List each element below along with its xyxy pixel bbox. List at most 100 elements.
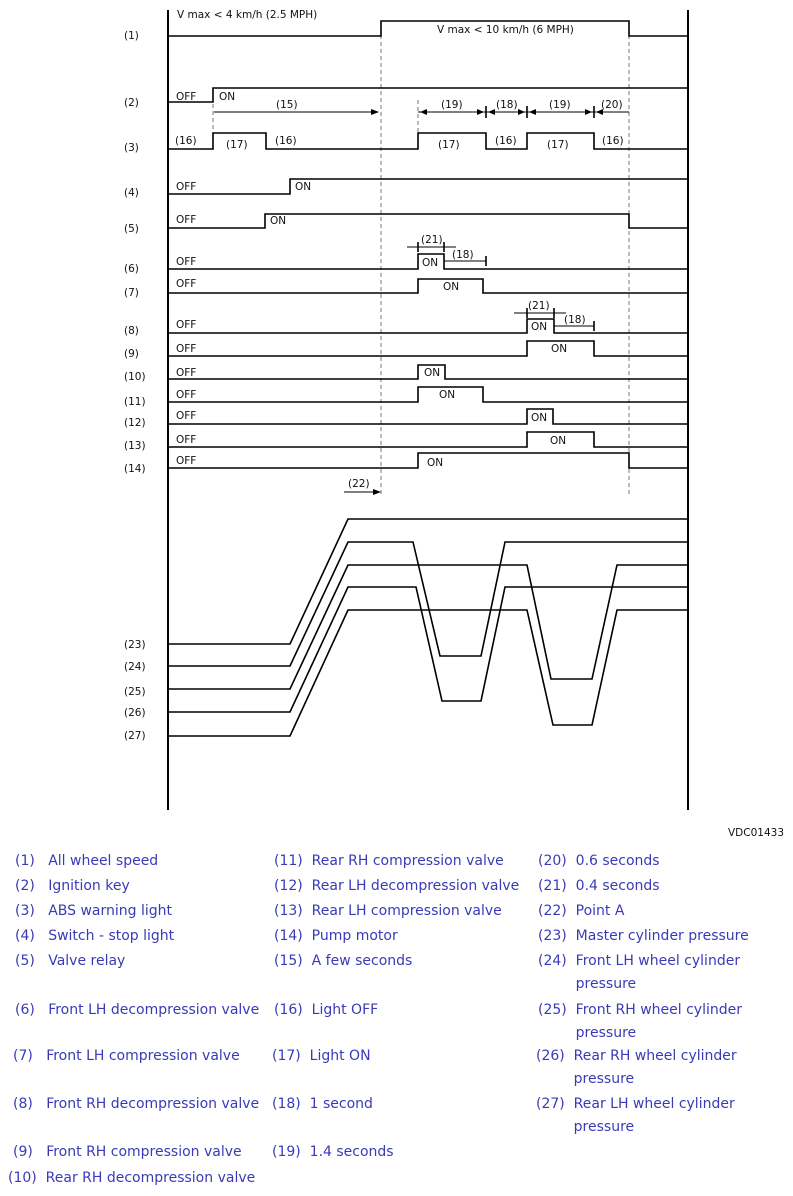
legend-number: (17) <box>272 1048 301 1064</box>
trace-rear-rh-compression <box>168 386 688 403</box>
legend-item: (10) Rear RH decompression valve <box>8 1167 255 1190</box>
legend-number: (2) <box>15 878 35 894</box>
legend-number: (1) <box>15 853 35 869</box>
legend-item: (7) Front LH compression valve <box>13 1045 240 1068</box>
legend-number: (23) <box>538 928 567 944</box>
trace-abs-warning-light <box>168 132 688 150</box>
legend-text: Light OFF <box>311 1002 379 1018</box>
legend-item: (14) Pump motor <box>274 925 398 948</box>
trace-pump-motor <box>168 452 688 469</box>
trace-ignition-key <box>168 87 688 103</box>
legend-text: Light ON <box>309 1048 371 1064</box>
pressure-label: (27) <box>124 730 146 742</box>
legend-text: Rear RH decompression valve <box>45 1170 256 1186</box>
marker-18: (18) <box>564 314 586 326</box>
trace-front-rh-decompression <box>168 318 688 334</box>
marker-21: (21) <box>421 234 443 246</box>
legend-item: (5) Valve relay <box>15 950 125 973</box>
row-label: (8) <box>124 325 139 337</box>
legend-item: (12) Rear LH decompression valve <box>274 875 519 898</box>
row-label: (1) <box>124 30 139 42</box>
marker-18: (18) <box>496 99 518 111</box>
legend-text: Rear LH compression valve <box>311 903 502 919</box>
legend-item: (16) Light OFF <box>274 999 378 1022</box>
arrow-19a <box>420 109 427 115</box>
legend-text: Valve relay <box>48 953 126 969</box>
legend-item: (18) 1 second <box>272 1093 373 1116</box>
state-off: OFF <box>176 278 196 290</box>
marker-16: (16) <box>495 135 517 147</box>
curve-rear-rh-wheel-cylinder <box>168 586 688 713</box>
legend-item: (26) Rear RH wheel cylinder pressure <box>536 1045 766 1091</box>
legend-number: (26) <box>536 1048 565 1064</box>
legend-text: Front RH compression valve <box>46 1144 242 1160</box>
marker-17: (17) <box>226 139 248 151</box>
legend-text: 1.4 seconds <box>309 1144 394 1160</box>
legend-text: Rear RH compression valve <box>311 853 504 869</box>
marker-16: (16) <box>275 135 297 147</box>
legend-text: Ignition key <box>48 878 130 894</box>
legend-item: (27) Rear LH wheel cylinder pressure <box>536 1093 766 1139</box>
row-label: (3) <box>124 142 139 154</box>
marker-18: (18) <box>452 249 474 261</box>
legend-item: (22) Point A <box>538 900 624 923</box>
row-label: (14) <box>124 463 146 475</box>
arrow-15 <box>371 109 379 115</box>
curve-rear-lh-wheel-cylinder <box>168 609 688 737</box>
state-off: OFF <box>176 214 196 226</box>
pressure-label: (23) <box>124 639 146 651</box>
row-label: (9) <box>124 348 139 360</box>
legend-text: Point A <box>575 903 625 919</box>
legend-text: 0.4 seconds <box>575 878 660 894</box>
legend-item: (24) Front LH wheel cylinder pressure <box>538 950 768 996</box>
state-off: OFF <box>176 181 196 193</box>
legend-text: Master cylinder pressure <box>575 928 749 944</box>
figure-code: VDC01433 <box>728 827 784 839</box>
state-on: ON <box>443 281 459 293</box>
state-off: OFF <box>176 410 196 422</box>
state-on: ON <box>270 215 286 227</box>
legend-text: Front LH decompression valve <box>48 1002 260 1018</box>
legend-number: (6) <box>15 1002 35 1018</box>
legend-text: 1 second <box>309 1096 373 1112</box>
legend-text: Front RH decompression valve <box>46 1096 260 1112</box>
state-off: OFF <box>176 256 196 268</box>
arrow-20 <box>596 109 603 115</box>
legend-text: 0.6 seconds <box>575 853 660 869</box>
state-on: ON <box>531 412 547 424</box>
state-on: ON <box>427 457 443 469</box>
trace-rear-lh-compression <box>168 431 688 448</box>
legend-number: (16) <box>274 1002 303 1018</box>
legend-number: (15) <box>274 953 303 969</box>
legend-number: (12) <box>274 878 303 894</box>
row-label: (12) <box>124 417 146 429</box>
pressure-labels: (23) (24) (25) (26) (27) <box>124 639 146 742</box>
marker-22: (22) <box>348 478 370 490</box>
legend-number: (4) <box>15 928 35 944</box>
legend-text: Front RH wheel cylinder pressure <box>575 1002 743 1041</box>
legend-number: (3) <box>15 903 35 919</box>
trace-stop-light-switch <box>168 178 688 195</box>
arrow-18 <box>488 109 495 115</box>
state-off: OFF <box>176 319 196 331</box>
legend-item: (23) Master cylinder pressure <box>538 925 749 948</box>
state-off: OFF <box>176 434 196 446</box>
legend-number: (19) <box>272 1144 301 1160</box>
arrow-18-end <box>518 109 525 115</box>
legend-text: A few seconds <box>311 953 413 969</box>
legend-number: (21) <box>538 878 567 894</box>
legend-text: Rear LH wheel cylinder pressure <box>573 1096 735 1135</box>
legend-item: (20) 0.6 seconds <box>538 850 660 873</box>
pressure-label: (25) <box>124 686 146 698</box>
row-label: (2) <box>124 97 139 109</box>
trace-front-lh-decompression <box>168 253 688 270</box>
legend: (1) All wheel speed (2) Ignition key (3)… <box>0 850 793 1196</box>
legend-text: Rear RH wheel cylinder pressure <box>573 1048 737 1087</box>
trace-front-lh-compression <box>168 278 688 294</box>
marker-19: (19) <box>441 99 463 111</box>
legend-item: (8) Front RH decompression valve <box>13 1093 259 1116</box>
legend-item: (2) Ignition key <box>15 875 130 898</box>
marker-15: (15) <box>276 99 298 111</box>
row-label: (5) <box>124 223 139 235</box>
state-off: OFF <box>176 455 196 467</box>
